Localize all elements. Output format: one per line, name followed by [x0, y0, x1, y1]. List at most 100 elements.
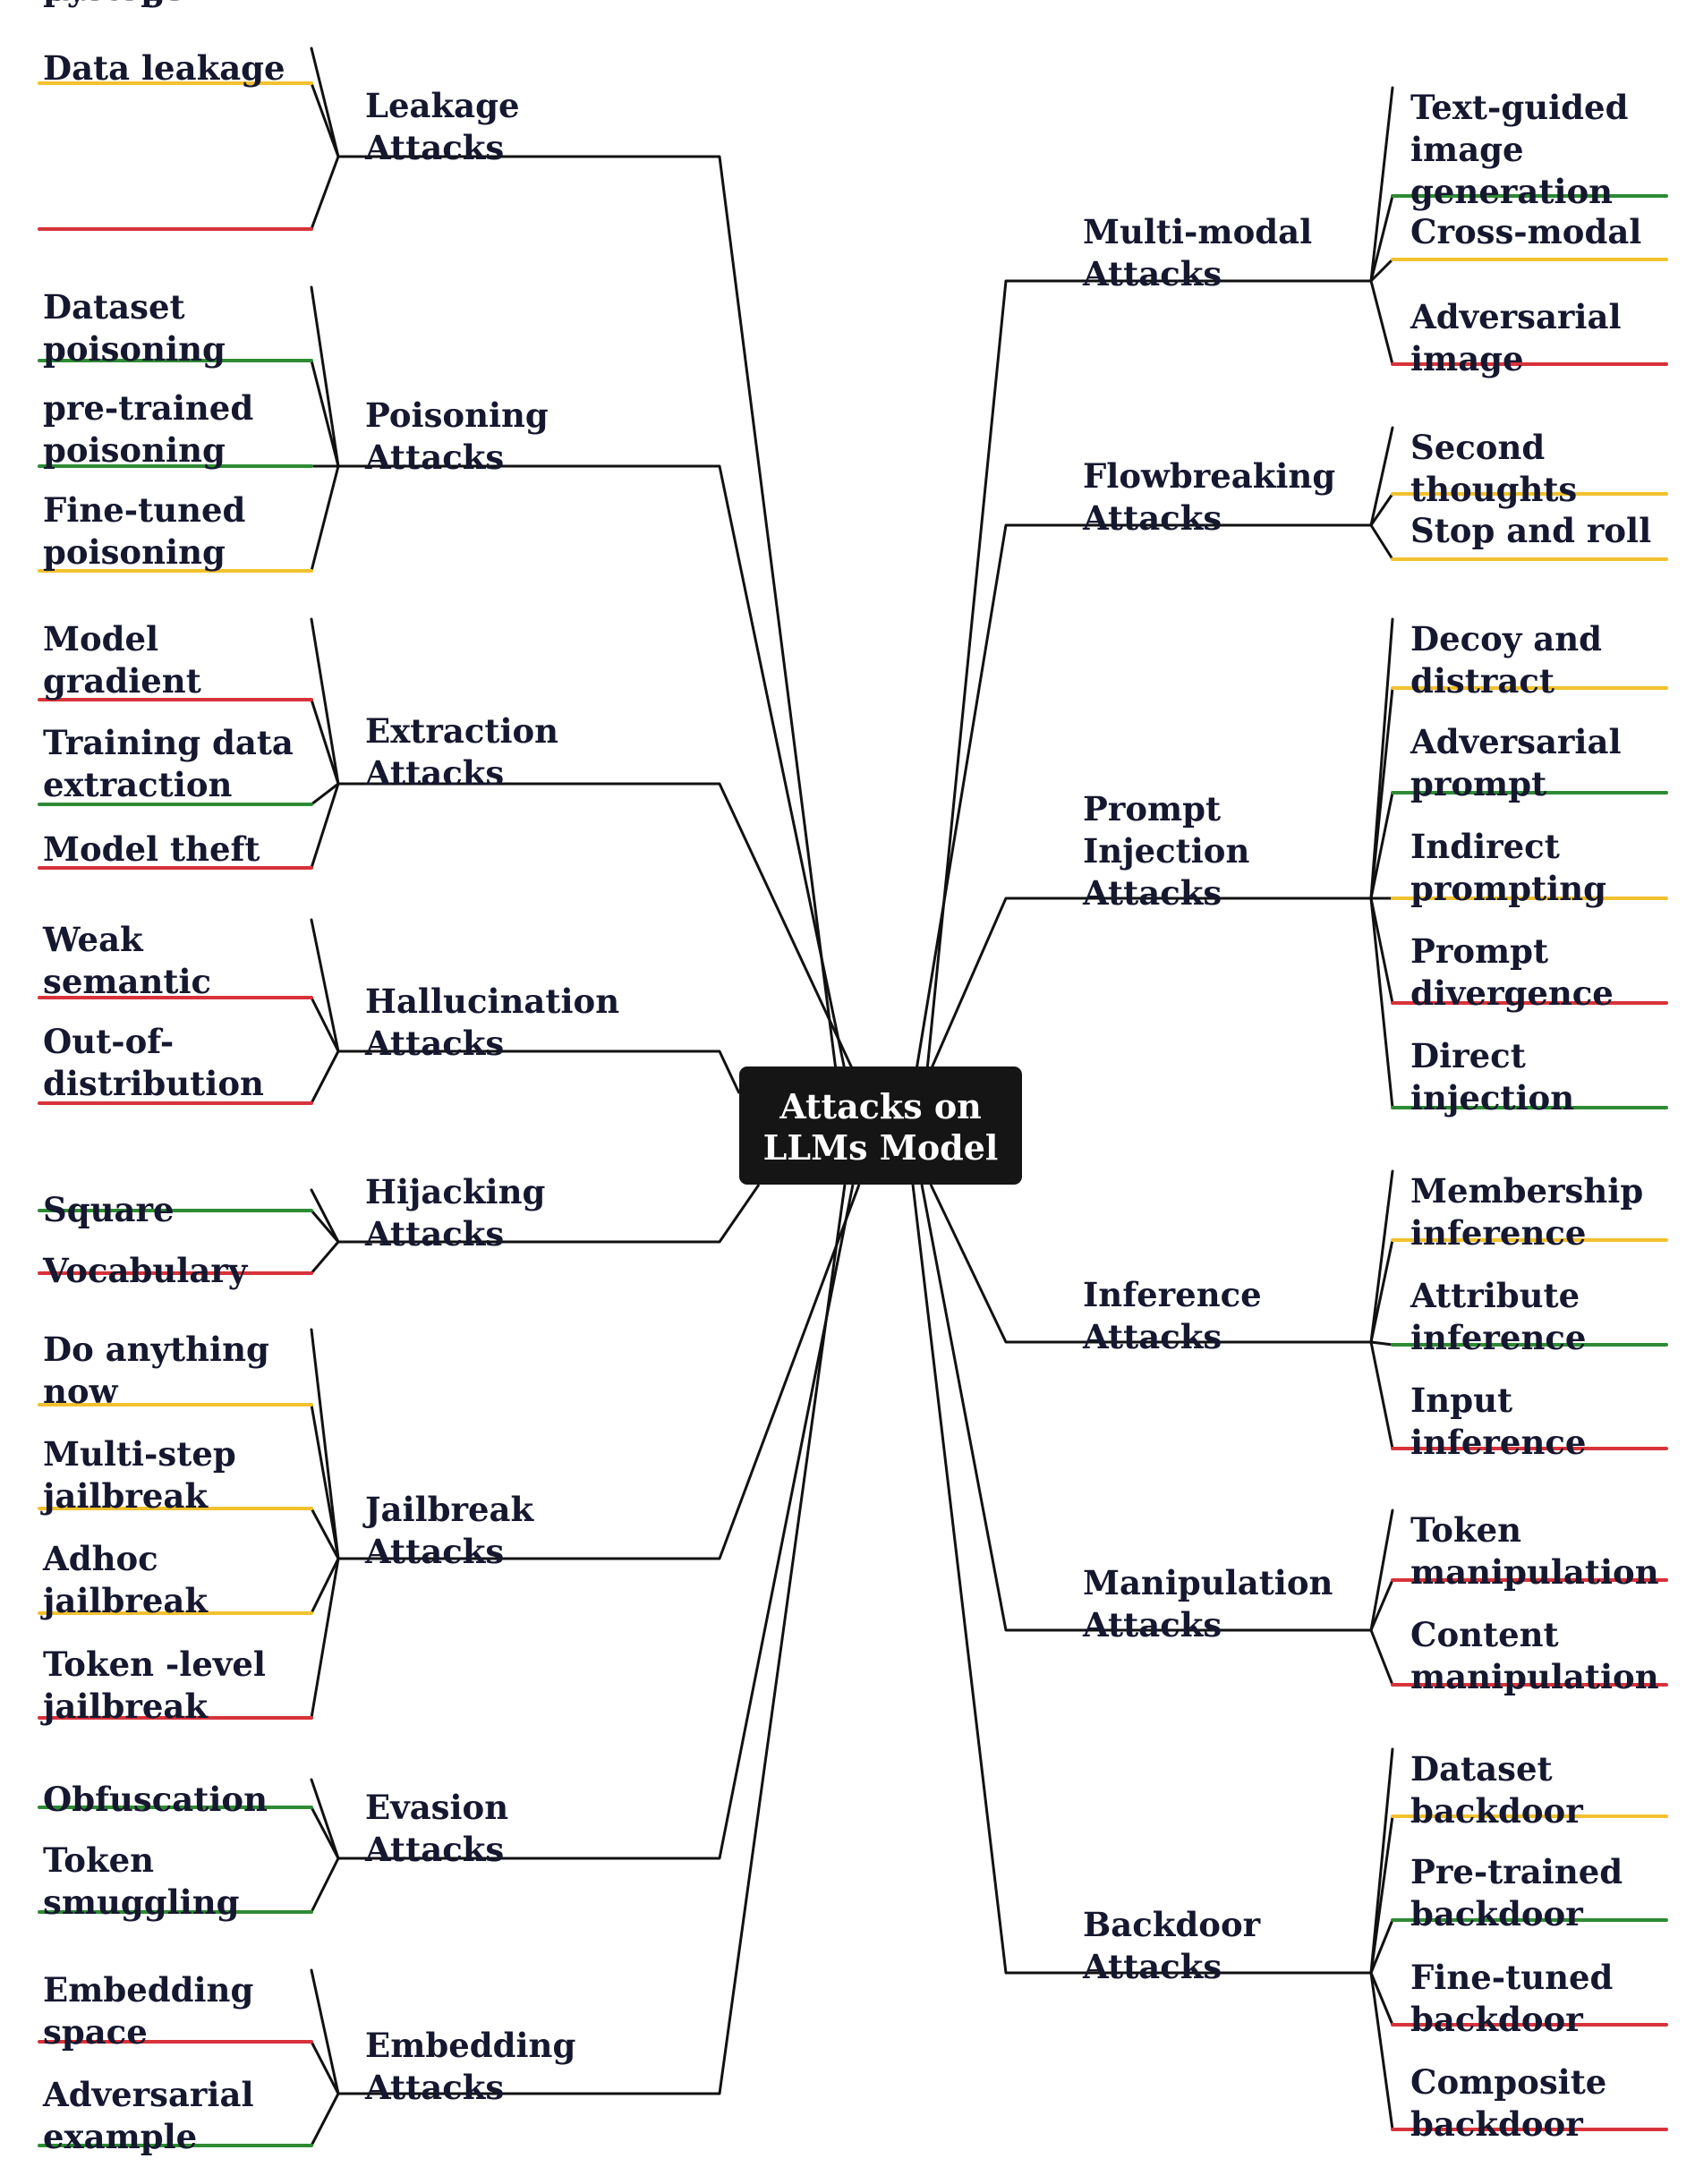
leaf-embedding-0-line: space [43, 2012, 148, 2052]
fan-embedding-top [310, 1968, 340, 2095]
leaf-manipulation-0-line: manipulation [1410, 1552, 1659, 1592]
fan-backdoor-2 [1369, 1971, 1394, 2027]
branch-label-extraction-line: Attacks [364, 753, 504, 793]
branch-label-embedding-line: Attacks [364, 2068, 504, 2107]
branch-label-poisoning-line: Poisoning [365, 395, 549, 435]
leaf-multimodal-1: Cross-modal [1410, 212, 1641, 251]
leaf-manipulation-1-line: manipulation [1410, 1657, 1659, 1696]
fan-multimodal-top [1369, 86, 1394, 283]
central-topic-line-1: Attacks on [779, 1086, 982, 1126]
leaf-extraction-2: Model theft [43, 829, 260, 869]
leaf-inference-0-line: Membership [1410, 1171, 1643, 1211]
connector-embedding [338, 1184, 847, 2095]
leaf-jailbreak-2-line: jailbreak [40, 1581, 209, 1620]
leaf-backdoor-2-line: backdoor [1410, 2000, 1583, 2039]
leaf-backdoor-1-line: Pre-trained [1410, 1852, 1623, 1891]
leaf-extraction-1-line: Training data [43, 723, 294, 762]
connector-hallucination [338, 1050, 741, 1094]
leaf-prompt-injection-0-line: distract [1410, 661, 1554, 701]
leaf-inference-2-line: inference [1410, 1423, 1586, 1462]
leaf-jailbreak-1-line: Multi-step [43, 1434, 236, 1474]
branch-label-prompt-injection-line: Injection [1083, 831, 1249, 871]
fan-prompt-injection-1 [1369, 791, 1394, 900]
leaf-poisoning-0-line: poisoning [43, 329, 226, 369]
leaf-leakage-1: Systempromptleakage [43, 0, 187, 8]
leaf-multimodal-2-line: Adversarial [1410, 297, 1622, 336]
leaf-inference-1-line: inference [1410, 1318, 1586, 1357]
fan-multimodal-2 [1369, 279, 1394, 366]
fan-inference-0 [1369, 1238, 1394, 1344]
leaf-prompt-injection-1-line: Adversarial [1410, 722, 1622, 761]
leaf-flowbreaking-0-line: thoughts [1410, 470, 1577, 509]
leaf-prompt-injection-4-line: injection [1410, 1078, 1574, 1117]
branch-label-hijacking-line: Hijacking [365, 1172, 545, 1211]
branch-label-manipulation-line: Manipulation [1083, 1563, 1333, 1602]
fan-leakage-top [310, 47, 340, 158]
leaf-hijacking-1: Vocabulary [42, 1251, 249, 1290]
fan-jailbreak-0 [310, 1403, 340, 1560]
leaf-prompt-injection-0-line: Decoy and [1410, 619, 1602, 659]
fan-multimodal-1 [1369, 258, 1394, 283]
leaf-poisoning-2-line: Fine-tuned [43, 490, 245, 530]
connector-poisoning [338, 464, 847, 1071]
branch-label-jailbreak-line: Attacks [364, 1532, 504, 1571]
leaf-hijacking-0-line: Square [43, 1190, 175, 1229]
leaf-multimodal-1-line: Cross-modal [1410, 212, 1641, 251]
branch-label-backdoor-line: Attacks [1082, 1947, 1222, 1986]
leaf-extraction-1-line: extraction [43, 765, 233, 804]
leaf-backdoor-0-line: Dataset [1410, 1749, 1553, 1789]
branch-label-flowbreaking-line: Attacks [1082, 498, 1222, 538]
leaf-hallucination-1-line: distribution [43, 1064, 264, 1103]
branch-label-inference-line: Inference [1083, 1275, 1262, 1314]
leaf-backdoor-3-line: backdoor [1410, 2104, 1583, 2144]
leaf-manipulation-0-line: Token [1410, 1510, 1521, 1550]
leaf-poisoning-1-line: poisoning [43, 430, 226, 470]
leaf-extraction-0-line: gradient [43, 661, 201, 701]
connector-lines [310, 47, 1394, 2147]
fan-hallucination-1 [310, 1050, 340, 1105]
leaf-leakage-0: Data leakage [43, 48, 285, 88]
fan-hallucination-top [310, 918, 340, 1053]
leaf-jailbreak-2-line: Adhoc [42, 1539, 158, 1578]
fan-prompt-injection-3 [1369, 897, 1394, 1005]
fan-hijacking-top [310, 1188, 340, 1244]
leaf-prompt-injection-1-line: prompt [1410, 764, 1546, 803]
fan-multimodal-0 [1369, 194, 1394, 283]
fan-evasion-1 [310, 1857, 340, 1914]
leaf-evasion-1-line: Token [43, 1840, 154, 1880]
branch-label-manipulation-line: Attacks [1082, 1605, 1222, 1644]
branch-label-prompt-injection-line: Attacks [1082, 873, 1222, 913]
connector-evasion [338, 1184, 855, 1860]
connector-multimodal [925, 279, 1371, 1071]
connector-prompt-injection [929, 897, 1371, 1071]
branch-label-multimodal-line: Attacks [1082, 254, 1222, 293]
leaf-backdoor-2-line: Fine-tuned [1410, 1958, 1613, 1997]
fan-backdoor-1 [1369, 1918, 1394, 1975]
branch-label-backdoor-line: Backdoor [1083, 1905, 1261, 1944]
connector-jailbreak [338, 1184, 861, 1560]
leaf-leakage-1-line: System [43, 0, 176, 8]
central-topic-box [739, 1067, 1022, 1185]
fan-embedding-1 [310, 2092, 340, 2147]
